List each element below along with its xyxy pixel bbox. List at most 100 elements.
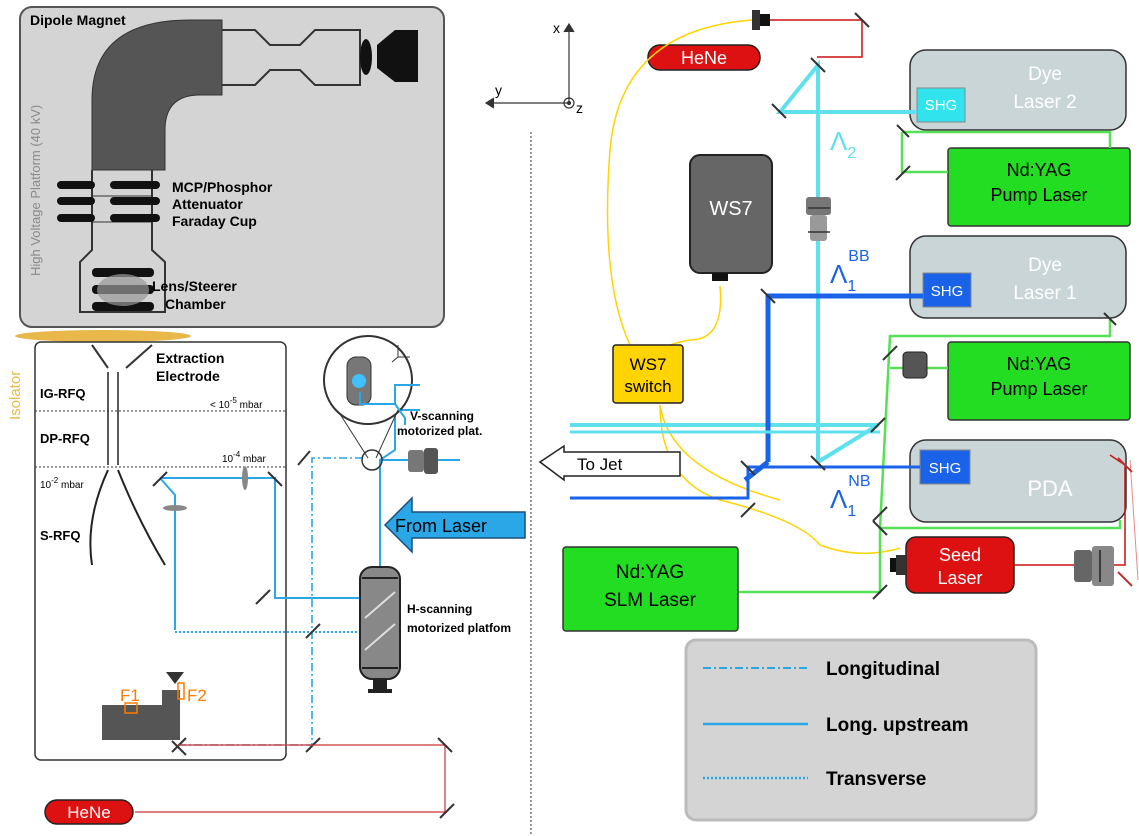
extraction-label: Extraction	[156, 350, 224, 366]
axis-z-label: z	[576, 100, 583, 116]
ndyag-pump-2-label-2: Pump Laser	[990, 379, 1087, 399]
beamline-vertical-tube	[79, 170, 166, 313]
h-scanning-label: H-scanning	[407, 602, 472, 616]
electrode-label: Electrode	[156, 368, 220, 384]
hene-bottom-label: HeNe	[67, 803, 110, 822]
fiber-coupler-seed	[890, 555, 906, 575]
svg-text:To Jet: To Jet	[577, 455, 623, 474]
shg-1-label: SHG	[931, 283, 964, 300]
extraction-electrode	[91, 344, 153, 369]
lambda-bb-label: Λ1BB	[830, 248, 870, 295]
fiber-coupler-top	[752, 10, 770, 30]
lambda-2-label: Λ2	[830, 126, 856, 162]
hene-bottom-beam	[135, 744, 446, 813]
v-scan-detector-icon	[408, 448, 438, 474]
hene-top-beam	[770, 19, 863, 58]
hene-bottom-laser	[44, 799, 134, 825]
h-scanning-platform-label: motorized platfom	[407, 621, 511, 635]
ndyag-pump-2-label-1: Nd:YAG	[1007, 354, 1072, 374]
axis-x-label: x	[553, 20, 560, 36]
inset-connector	[339, 409, 399, 459]
dye-laser-2-label-2: Laser 2	[1013, 92, 1076, 113]
mcp-phosphor-bars	[57, 181, 160, 222]
dp-rfq-label: DP-RFQ	[40, 431, 90, 446]
h-scanning-platform	[359, 566, 401, 693]
ndyag-pump-1-label-2: Pump Laser	[990, 185, 1087, 205]
legend-longitudinal-label: Longitudinal	[826, 659, 940, 680]
inset-beam	[359, 384, 420, 425]
mirrors-right	[740, 57, 1117, 600]
ws7-connector	[712, 273, 728, 281]
ws7-box	[689, 154, 773, 274]
seed-isolator	[1074, 546, 1114, 586]
isolator	[15, 330, 191, 342]
target-block	[102, 690, 180, 740]
v-scanning-platform-label: motorized plat.	[397, 424, 482, 438]
to-jet-arrow: To Jet	[538, 444, 681, 482]
chamber-label: Chamber	[165, 296, 226, 312]
target-nozzle	[166, 672, 184, 684]
inset-ion-spot	[352, 374, 366, 388]
dipole-magnet	[91, 19, 223, 171]
hene-top-label: HeNe	[681, 48, 727, 68]
s-rfq-label: S-RFQ	[40, 528, 80, 543]
coordinate-axes	[484, 22, 575, 109]
seed-red-beam	[1014, 454, 1126, 566]
svg-text:From Laser: From Laser	[395, 516, 487, 536]
axis-y-label: y	[495, 82, 502, 98]
legend-transverse-label: Transverse	[826, 769, 926, 790]
rfq-enclosure	[34, 341, 287, 761]
blue-beam-lambda-nb	[570, 465, 920, 500]
dye-laser-1-label-2: Laser 1	[1013, 283, 1076, 304]
lens-steerer-label: Lens/Steerer	[152, 278, 237, 294]
ig-rfq-label: IG-RFQ	[40, 386, 86, 401]
hene-top-mirror	[854, 12, 870, 28]
pda-label: PDA	[1027, 476, 1073, 501]
faraday-cup-label: Faraday Cup	[172, 213, 257, 229]
pressure-dp-label: 10-4 mbar	[222, 450, 266, 465]
beam-block	[902, 351, 928, 379]
shg-1-box	[922, 272, 972, 308]
ws7-switch-label-2: switch	[624, 377, 671, 396]
ndyag-slm-label-1: Nd:YAG	[616, 562, 684, 583]
beam-attenuator-cyan	[806, 197, 831, 241]
f2-marker	[177, 682, 185, 700]
lens-steerer-electrodes	[92, 268, 154, 311]
inset-source-circle	[361, 449, 383, 471]
lambda-nb-label: Λ1NB	[830, 473, 871, 520]
seed-laser-label-1: Seed	[939, 545, 981, 565]
high-voltage-platform-label: High Voltage Platform (40 kV)	[28, 105, 43, 276]
dye-laser-1-label-1: Dye	[1028, 255, 1062, 276]
dipole-magnet-label: Dipole Magnet	[30, 12, 126, 28]
pressure-ig-label: < 10-5 mbar	[210, 396, 263, 411]
f2-label: F2	[187, 686, 207, 705]
beamline-tube	[222, 29, 361, 86]
ndyag-slm-label-2: SLM Laser	[604, 590, 697, 611]
isolator-label: Isolator	[7, 371, 24, 420]
legend-box	[684, 638, 1038, 822]
mcp-phosphor-label: MCP/Phosphor	[172, 179, 273, 195]
dye-laser-2-label-1: Dye	[1028, 64, 1062, 85]
ws7-label: WS7	[709, 198, 752, 220]
v-scanning-label: V-scanning	[410, 409, 474, 423]
legend-long-upstream-label: Long. upstream	[826, 715, 969, 736]
shg-2-box	[916, 87, 966, 123]
inset-axes-icon	[391, 345, 410, 363]
ndyag-pump-2-box	[947, 341, 1131, 421]
cylindrical-lens-1	[242, 466, 248, 490]
ndyag-slm-box	[562, 546, 739, 632]
shg-pda-label: SHG	[929, 460, 962, 477]
long-upstream-beam	[159, 409, 460, 630]
seed-red-feedback	[1129, 459, 1139, 581]
detector-lens	[360, 39, 372, 75]
cylindrical-lens-2	[163, 505, 187, 511]
pressure-s-label: 10-2 mbar	[40, 476, 84, 491]
ws7-switch-box	[612, 344, 684, 404]
from-laser-arrow: From Laser	[383, 496, 526, 554]
detector-camera-icon	[377, 30, 418, 82]
ndyag-pump-1-box	[947, 147, 1131, 227]
ndyag-pump-1-label-1: Nd:YAG	[1007, 160, 1072, 180]
ig-rfq-rods	[107, 372, 119, 465]
seed-laser-label-2: Laser	[937, 568, 982, 588]
ws7-switch-label-1: WS7	[630, 355, 667, 374]
